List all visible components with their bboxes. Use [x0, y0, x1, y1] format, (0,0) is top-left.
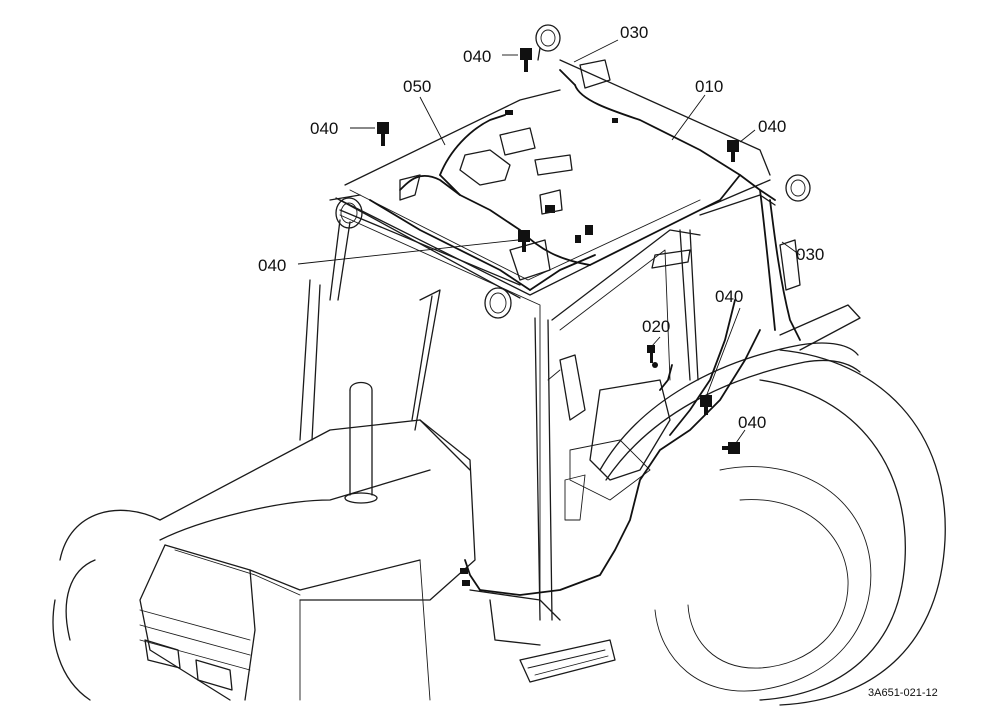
roof-components	[399, 127, 691, 281]
beacon-lamp	[579, 59, 611, 89]
callout-010: 010	[695, 77, 723, 96]
cab-harness-020	[479, 329, 761, 596]
bolt-mid	[518, 230, 530, 252]
work-lamp-front-center	[484, 287, 512, 319]
callout-labels: 030 040 050 010 040 040 040 030 040 020 …	[258, 23, 824, 432]
work-lamps	[329, 24, 811, 319]
callout-040-left: 040	[310, 119, 338, 138]
work-lamp-right	[785, 174, 811, 202]
bolt-console	[700, 395, 712, 415]
bolt-020	[647, 345, 655, 363]
callout-040-right: 040	[758, 117, 786, 136]
work-lamp-front-left	[329, 194, 363, 229]
bolt-top	[520, 48, 532, 72]
bolt-left	[377, 122, 389, 146]
work-lamp-top-rear	[535, 24, 561, 61]
callout-040-mid: 040	[258, 256, 286, 275]
drawing-reference-code: 3A651-021-12	[868, 687, 938, 699]
callout-040-bottom: 040	[738, 413, 766, 432]
bolt-bottom	[722, 442, 740, 454]
callout-020: 020	[642, 317, 670, 336]
bolt-right	[727, 140, 739, 162]
callout-040-top: 040	[463, 47, 491, 66]
callout-030-top: 030	[620, 23, 648, 42]
side-lamp-right	[779, 239, 801, 291]
tractor-outline	[52, 59, 946, 706]
callout-050: 050	[403, 77, 431, 96]
callout-040-console: 040	[715, 287, 743, 306]
leader-lines	[297, 39, 801, 444]
bolts-040	[377, 48, 740, 454]
wiring-harness	[369, 69, 801, 596]
roof-harness-010	[574, 84, 741, 266]
callout-030-right: 030	[796, 245, 824, 264]
